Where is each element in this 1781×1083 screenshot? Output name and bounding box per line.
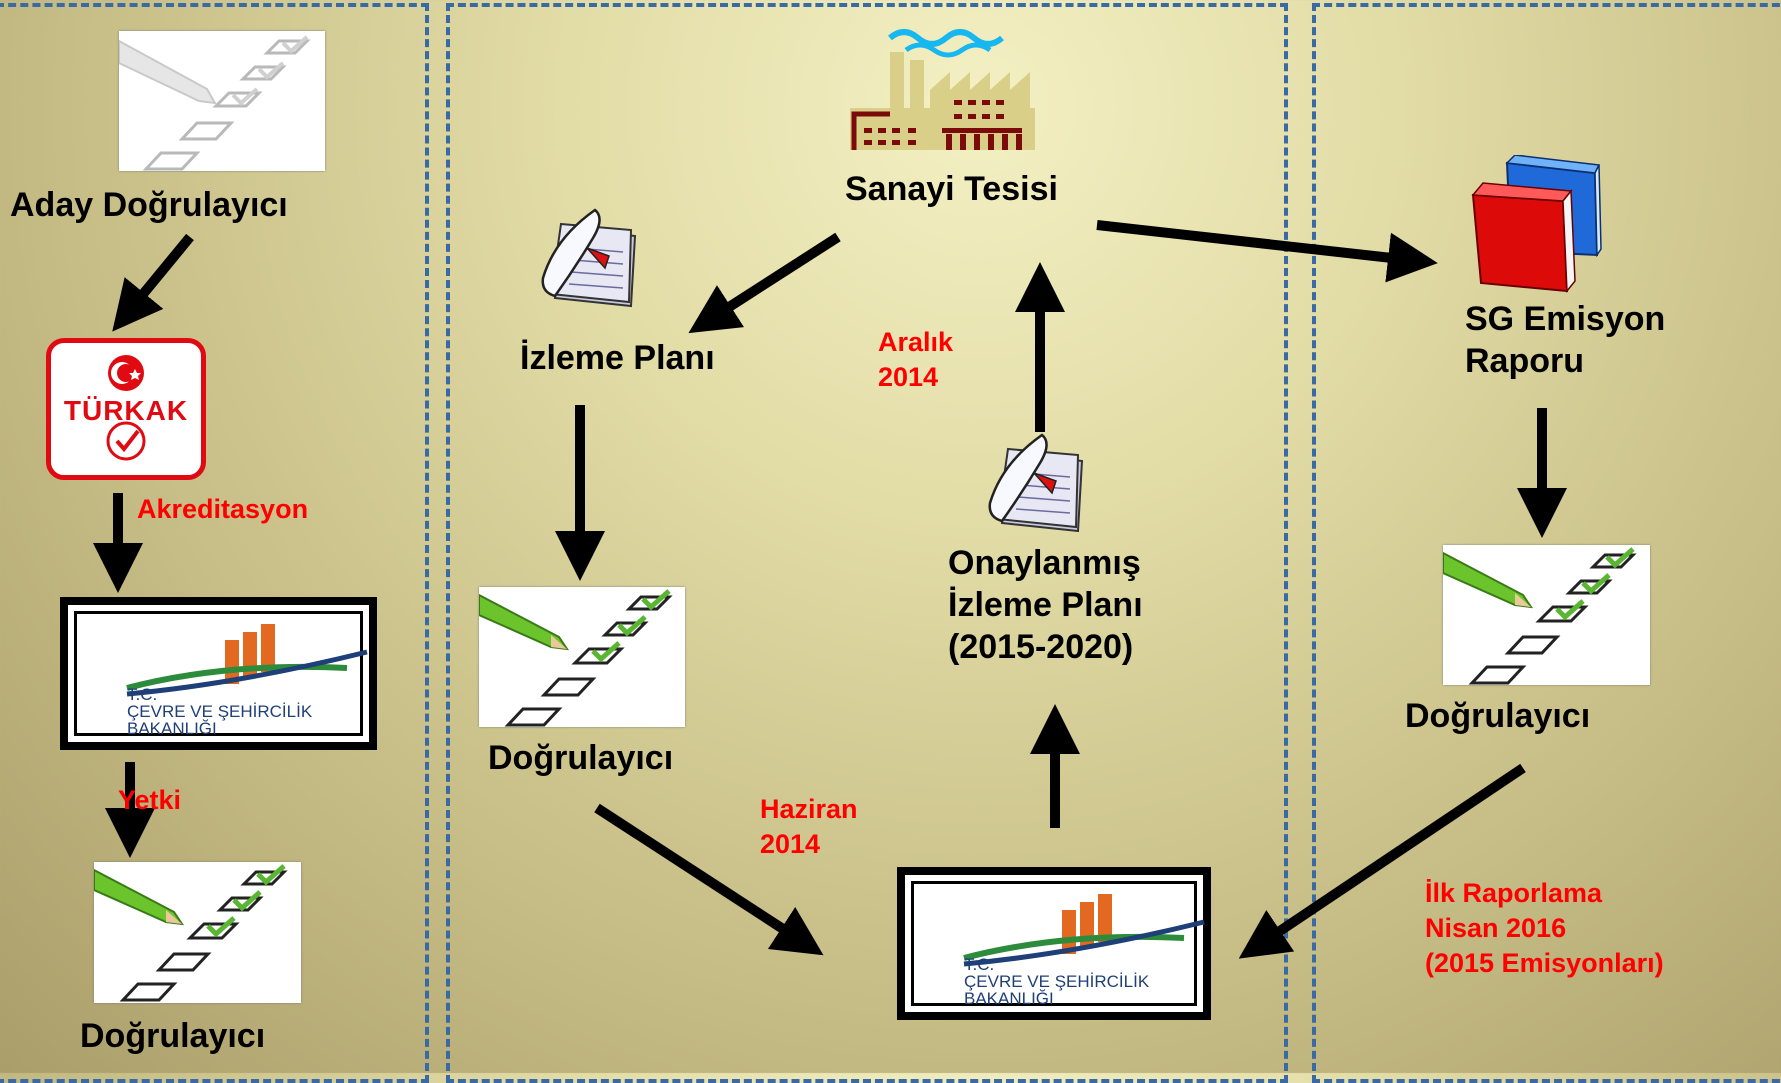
document-pages-icon xyxy=(535,208,645,313)
arrow-candidate-to-turkak xyxy=(112,233,194,332)
june-label-line2: 2014 xyxy=(760,829,821,859)
arrow-verifier-to-ministry xyxy=(594,803,824,956)
december-label-line2: 2014 xyxy=(878,362,939,392)
ministry-line1: T.C. xyxy=(127,685,158,704)
factory-icon xyxy=(850,20,1040,152)
verifier-label-right: Doğrulayıcı xyxy=(1405,697,1591,735)
books-icon xyxy=(1467,154,1607,295)
first-report-line2: Nisan 2016 xyxy=(1425,913,1567,943)
ministry-line3: BAKANLIĞI xyxy=(127,719,217,738)
approved-plan-line3: (2015-2020) xyxy=(948,628,1134,666)
december-label-line1: Aralık xyxy=(878,327,954,357)
arrow-facility-to-report xyxy=(1096,220,1438,283)
facility-label: Sanayi Tesisi xyxy=(845,170,1058,208)
june-label-line1: Haziran xyxy=(760,794,858,824)
verifier-label-left: Doğrulayıcı xyxy=(80,1017,266,1055)
ministry-line2: ÇEVRE VE ŞEHİRCİLİK xyxy=(127,702,313,721)
report-label-line1: SG Emisyon xyxy=(1465,300,1666,338)
checklist-pencil-icon xyxy=(478,587,685,727)
monitoring-plan-label: İzleme Planı xyxy=(520,339,715,377)
arrow-verifier-to-ministry-right xyxy=(1238,763,1526,959)
ministry-line2: ÇEVRE VE ŞEHİRCİLİK xyxy=(964,972,1150,991)
candidate-verifier-label: Aday Doğrulayıcı xyxy=(10,186,288,224)
turkak-logo: TÜRKAK xyxy=(46,338,206,480)
checklist-pencil-icon xyxy=(1442,545,1650,685)
arrow-facility-to-plan xyxy=(688,232,841,334)
first-report-line1: İlk Raporlama xyxy=(1425,878,1603,908)
checklist-pencil-icon xyxy=(118,31,325,171)
ministry-line1: T.C. xyxy=(964,955,995,974)
checklist-pencil-icon xyxy=(93,862,301,1003)
verifier-label-middle: Doğrulayıcı xyxy=(488,739,674,777)
ministry-line3: BAKANLIĞI xyxy=(964,989,1054,1008)
authorization-label: Yetki xyxy=(118,785,182,815)
first-report-line3: (2015 Emisyonları) xyxy=(1425,948,1664,978)
ministry-logo: T.C. ÇEVRE VE ŞEHİRCİLİK BAKANLIĞI xyxy=(60,597,377,750)
report-label-line2: Raporu xyxy=(1465,342,1584,380)
turkak-text: TÜRKAK xyxy=(63,395,189,426)
approved-plan-line2: İzleme Planı xyxy=(948,586,1143,624)
document-pages-icon xyxy=(982,433,1092,538)
accreditation-label: Akreditasyon xyxy=(137,494,309,524)
ministry-logo: T.C. ÇEVRE VE ŞEHİRCİLİK BAKANLIĞI xyxy=(897,867,1211,1020)
approved-plan-line1: Onaylanmış xyxy=(948,544,1141,582)
